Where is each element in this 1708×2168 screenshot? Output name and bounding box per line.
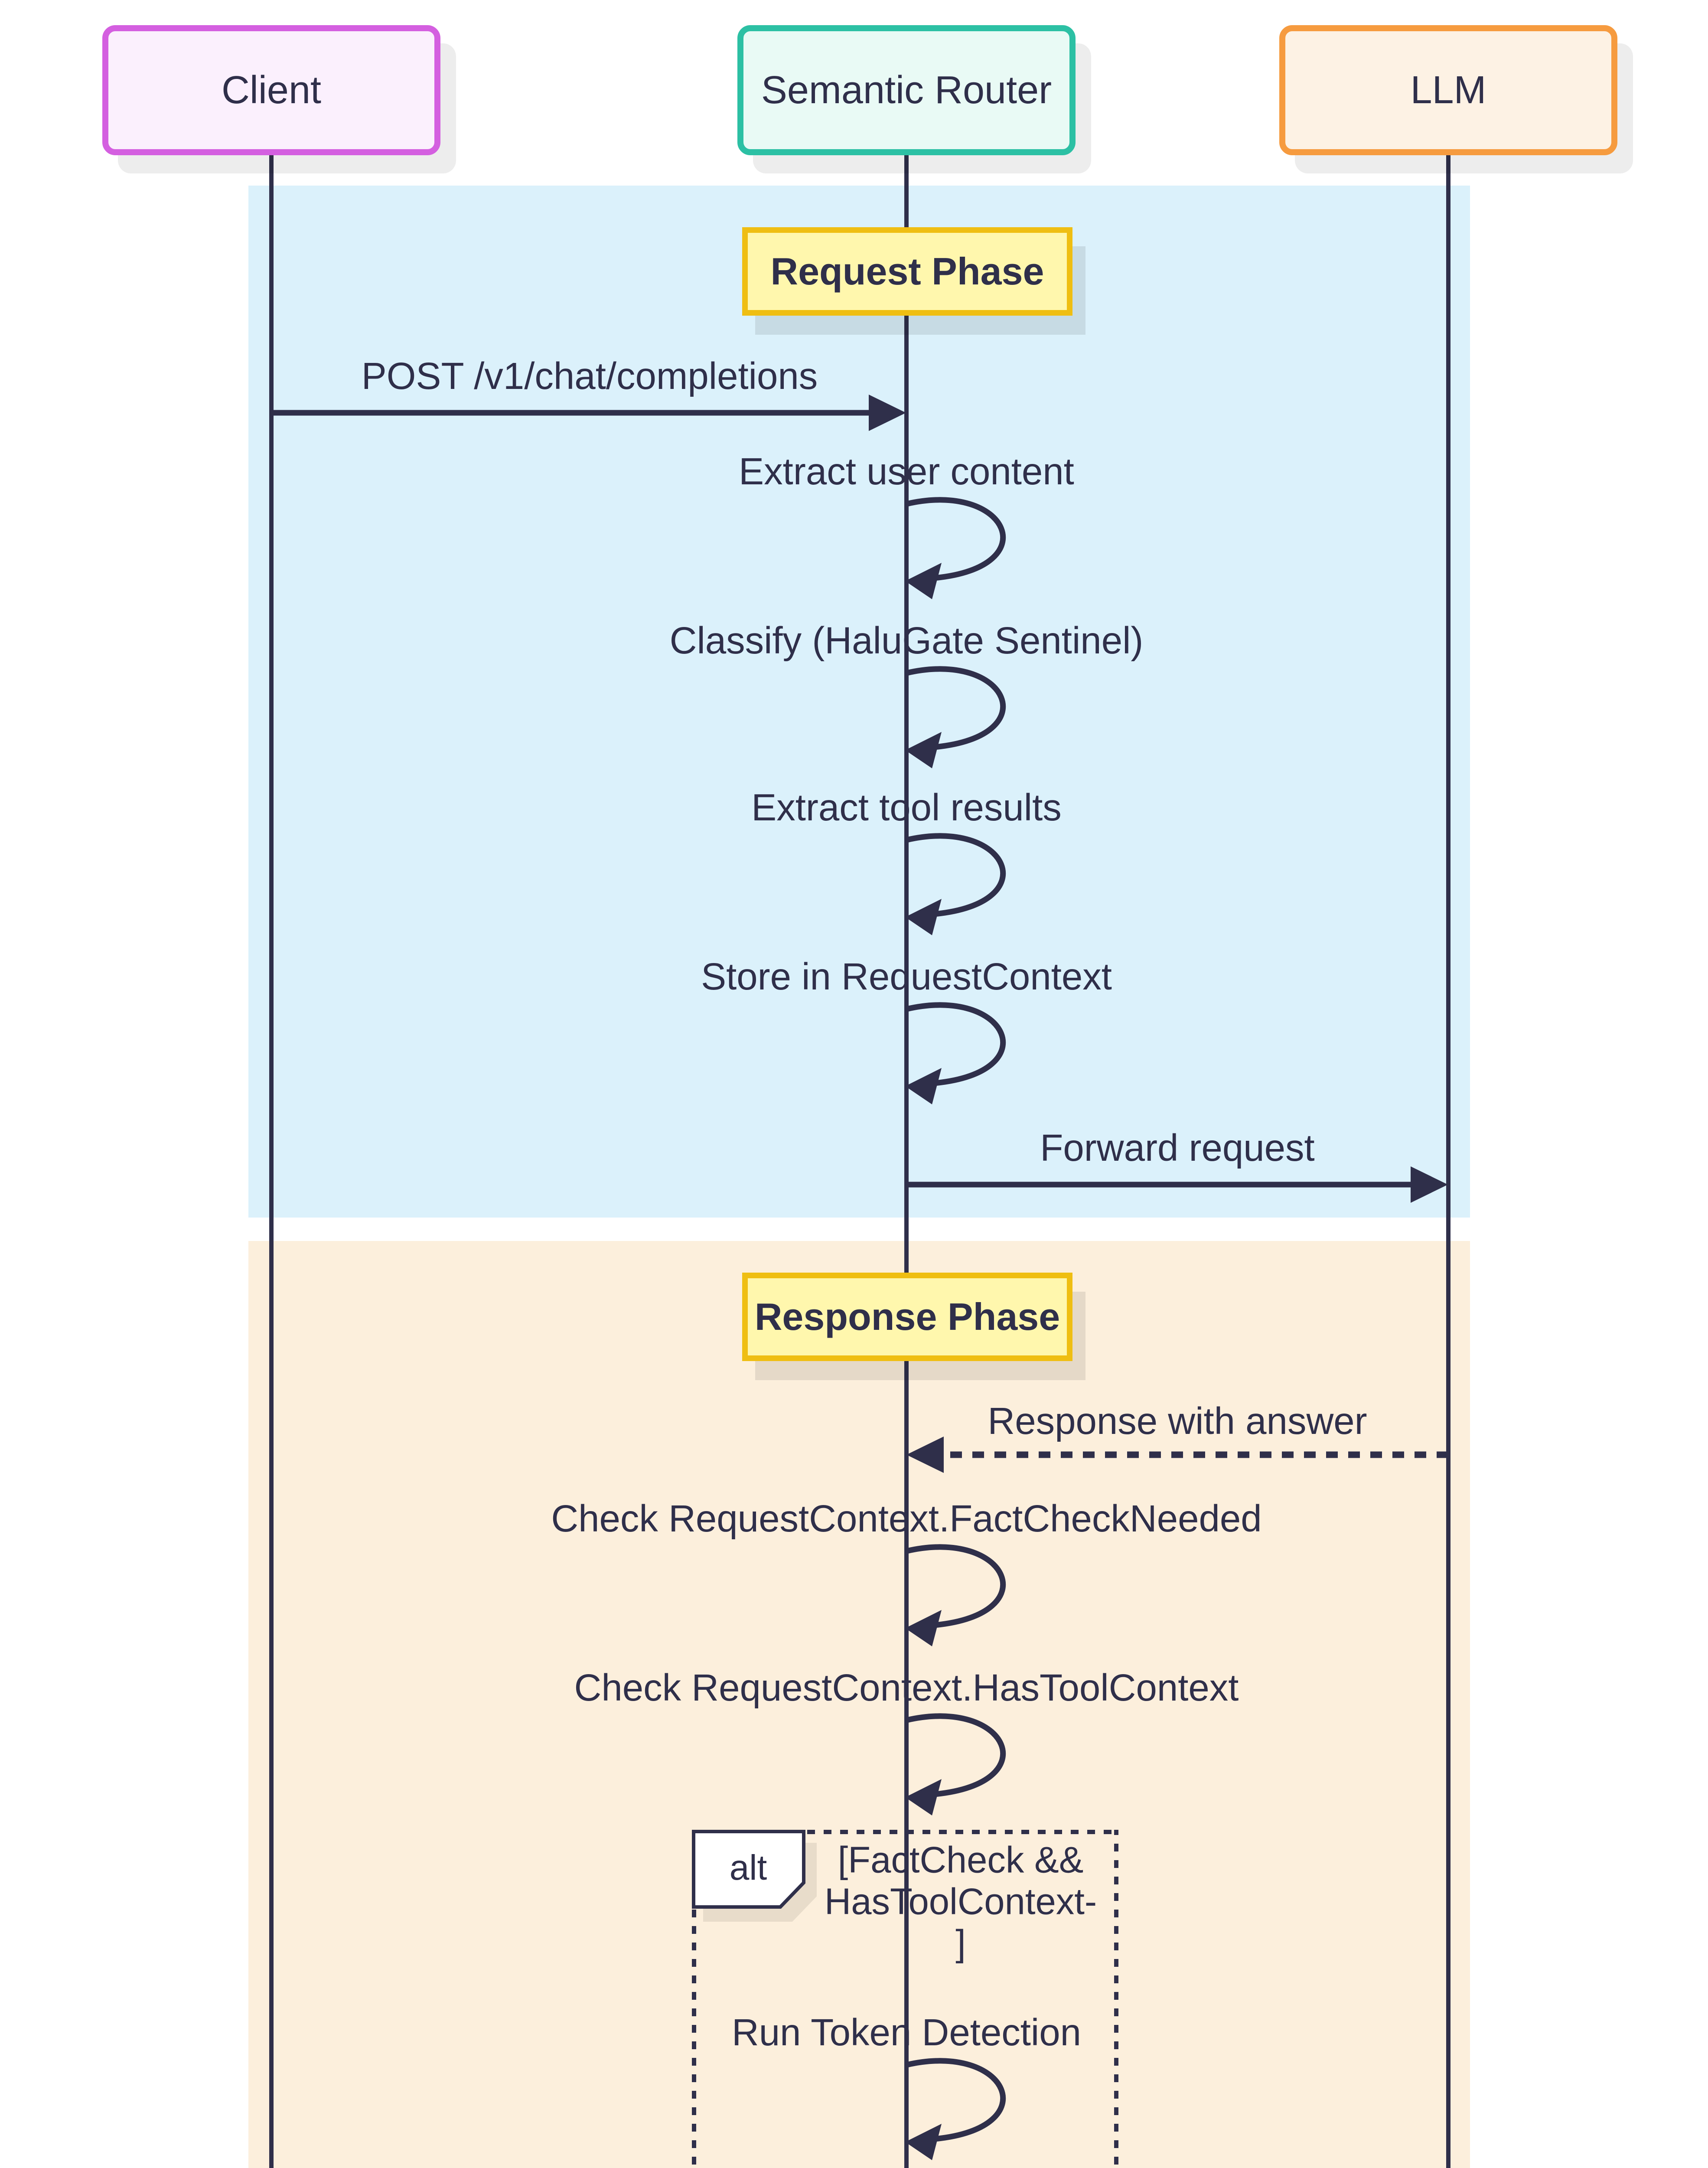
alt-label-box bbox=[692, 1830, 805, 1909]
self-loop-arrow bbox=[905, 1544, 1006, 1646]
note-response-phase: Response Phase bbox=[742, 1273, 1072, 1361]
lifeline-semantic-router bbox=[904, 155, 909, 2168]
message-forward-request: Forward request bbox=[1040, 1127, 1315, 1169]
request-phase-region bbox=[248, 186, 1470, 1218]
participant-client-top: Client bbox=[102, 25, 440, 155]
participant-client-label: Client bbox=[221, 68, 322, 112]
arrow-forward-request bbox=[904, 1166, 1448, 1203]
alt-condition-1-line-3: ] bbox=[955, 1923, 966, 1964]
message-run-token-detection: Run Token Detection bbox=[731, 2011, 1082, 2054]
arrow-post-request bbox=[269, 395, 906, 431]
alt-condition-1-line-2: HasToolContext- bbox=[824, 1881, 1097, 1923]
message-extract-user-content: Extract user content bbox=[739, 451, 1074, 493]
self-loop-arrow bbox=[905, 833, 1006, 935]
message-response-with-answer: Response with answer bbox=[988, 1400, 1367, 1443]
self-loop-arrow bbox=[905, 1002, 1006, 1104]
message-store-in-requestcontext: Store in RequestContext bbox=[701, 956, 1112, 998]
participant-semantic-router-top: Semantic Router bbox=[737, 25, 1076, 155]
alt-label: alt bbox=[729, 1848, 767, 1887]
lifeline-client bbox=[269, 155, 274, 2168]
participant-semantic-router-label: Semantic Router bbox=[761, 68, 1052, 112]
participant-llm-top: LLM bbox=[1279, 25, 1617, 155]
lifeline-llm bbox=[1446, 155, 1450, 2168]
self-loop-arrow bbox=[905, 2058, 1006, 2160]
self-loop-arrow bbox=[905, 666, 1006, 768]
alt-condition-1-line-1: [FactCheck && bbox=[838, 1839, 1084, 1881]
arrow-response-with-answer bbox=[906, 1437, 1448, 1473]
note-response-phase-label: Response Phase bbox=[754, 1295, 1060, 1338]
participant-llm-label: LLM bbox=[1410, 68, 1486, 112]
self-loop-arrow bbox=[905, 1713, 1006, 1815]
note-request-phase: Request Phase bbox=[742, 227, 1072, 316]
self-loop-arrow bbox=[905, 497, 1006, 599]
message-check-hastoolcontext: Check RequestContext.HasToolContext bbox=[574, 1667, 1239, 1709]
message-classify-halugate-sentinel: Classify (HaluGate Sentinel) bbox=[669, 620, 1144, 662]
note-request-phase-label: Request Phase bbox=[770, 250, 1044, 293]
message-extract-tool-results: Extract tool results bbox=[751, 787, 1062, 829]
message-post-v1-chat-completions: POST /v1/chat/completions bbox=[361, 355, 818, 398]
message-check-factcheckneeded: Check RequestContext.FactCheckNeeded bbox=[551, 1498, 1262, 1540]
